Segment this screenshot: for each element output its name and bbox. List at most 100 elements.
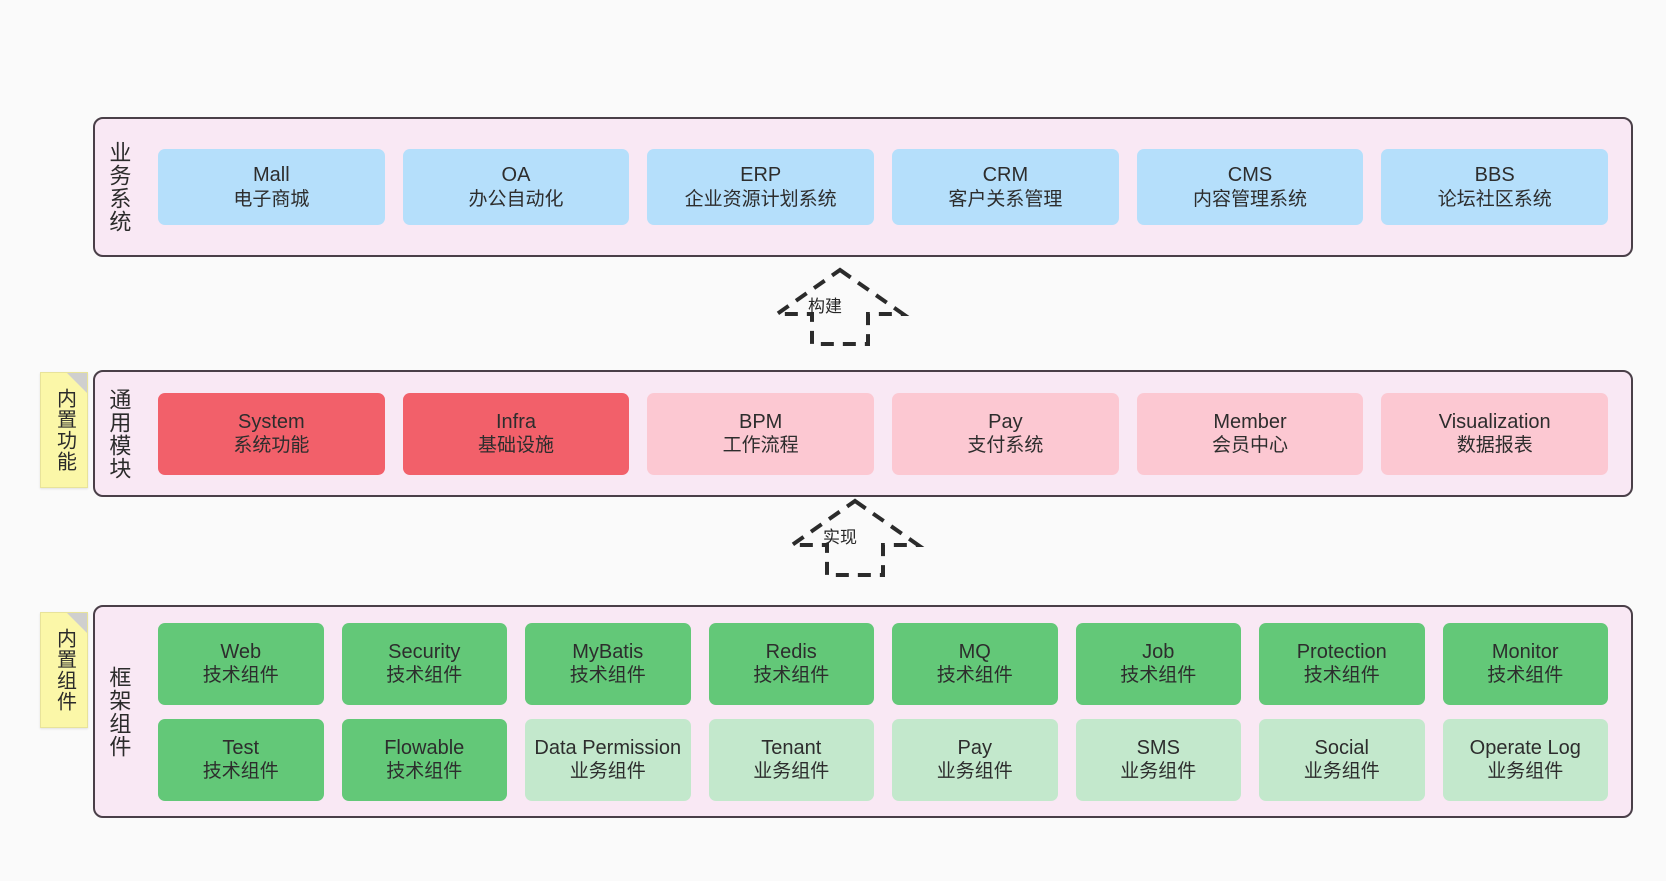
note-builtin-features: 内置功能 (40, 372, 88, 488)
connector-implement-label: 实现 (823, 528, 857, 547)
note-builtin-components-label: 内置组件 (53, 628, 76, 712)
layer-common-modules: 通用模块 System 系统功能 Infra 基础设施 BPM 工作流程 Pay… (93, 370, 1633, 497)
box-title-cn: 技术组件 (386, 665, 463, 687)
box-title-cn: 会员中心 (1212, 435, 1289, 457)
box-title-en: Social (1314, 736, 1369, 759)
box-title-en: Operate Log (1469, 736, 1581, 759)
box-title-en: Flowable (384, 736, 465, 759)
box-mybatis[interactable]: MyBatis 技术组件 (525, 622, 691, 705)
connector-build-arrow: 构建 (760, 266, 920, 348)
row-framework-business: Test 技术组件 Flowable 技术组件 Data Permission … (149, 718, 1617, 801)
box-sms[interactable]: SMS 业务组件 (1075, 718, 1241, 801)
box-title-en: Mall (253, 164, 290, 187)
box-title-en: Tenant (761, 736, 822, 759)
box-title-en: Pay (988, 410, 1023, 433)
box-title-cn: 技术组件 (1120, 665, 1197, 687)
box-erp[interactable]: ERP 企业资源计划系统 (647, 149, 875, 225)
box-title-cn: 业务组件 (753, 761, 830, 783)
box-title-cn: 业务组件 (936, 761, 1013, 783)
box-title-en: Redis (765, 640, 817, 663)
box-title-en: BBS (1474, 164, 1515, 187)
row-business-systems: Mall 电子商城 OA 办公自动化 ERP 企业资源计划系统 CRM 客户关系… (149, 149, 1617, 225)
box-oa[interactable]: OA 办公自动化 (402, 149, 630, 225)
box-web[interactable]: Web 技术组件 (158, 622, 324, 705)
box-title-cn: 论坛社区系统 (1437, 188, 1552, 210)
box-redis[interactable]: Redis 技术组件 (708, 622, 874, 705)
layer-body-common-modules: System 系统功能 Infra 基础设施 BPM 工作流程 Pay 支付系统… (141, 372, 1631, 495)
box-protection[interactable]: Protection 技术组件 (1259, 622, 1425, 705)
layer-title-business-systems: 业务系统 (106, 141, 132, 233)
box-title-en: Protection (1296, 640, 1387, 663)
layer-business-systems: 业务系统 Mall 电子商城 OA 办公自动化 ERP 企业资源计划系统 CRM… (93, 117, 1633, 257)
layer-framework-components: 框架组件 Web 技术组件 Security 技术组件 MyBatis 技术组件… (93, 605, 1633, 818)
box-title-en: BPM (739, 410, 783, 433)
box-mq[interactable]: MQ 技术组件 (892, 622, 1058, 705)
box-title-en: Pay (957, 736, 992, 759)
box-title-cn: 技术组件 (202, 665, 279, 687)
box-title-cn: 技术组件 (1303, 665, 1380, 687)
box-title-en: Web (220, 640, 262, 663)
box-title-en: SMS (1136, 736, 1180, 759)
box-title-en: Data Permission (534, 736, 682, 759)
box-title-en: CMS (1227, 164, 1273, 187)
box-title-cn: 业务组件 (569, 761, 646, 783)
box-title-cn: 系统功能 (233, 435, 310, 457)
box-title-cn: 内容管理系统 (1193, 188, 1308, 210)
box-title-cn: 基础设施 (478, 435, 555, 457)
box-title-en: Job (1142, 640, 1175, 663)
box-pay-component[interactable]: Pay 业务组件 (892, 718, 1058, 801)
box-title-en: ERP (740, 164, 782, 187)
box-member[interactable]: Member 会员中心 (1136, 392, 1364, 475)
box-title-en: CRM (982, 164, 1029, 187)
box-title-en: Visualization (1438, 410, 1551, 433)
box-title-en: OA (501, 164, 531, 187)
box-title-en: MQ (958, 640, 991, 663)
box-title-cn: 企业资源计划系统 (684, 188, 837, 210)
box-monitor[interactable]: Monitor 技术组件 (1442, 622, 1608, 705)
box-title-cn: 支付系统 (967, 435, 1044, 457)
box-title-cn: 工作流程 (722, 435, 799, 457)
box-title-cn: 技术组件 (202, 761, 279, 783)
box-title-en: Infra (495, 410, 537, 433)
box-mall[interactable]: Mall 电子商城 (158, 149, 385, 225)
layer-body-framework-components: Web 技术组件 Security 技术组件 MyBatis 技术组件 Redi… (141, 607, 1631, 816)
note-builtin-features-label: 内置功能 (53, 388, 76, 472)
box-cms[interactable]: CMS 内容管理系统 (1136, 149, 1364, 225)
box-title-cn: 技术组件 (1487, 665, 1564, 687)
box-test[interactable]: Test 技术组件 (158, 718, 324, 801)
box-flowable[interactable]: Flowable 技术组件 (341, 718, 507, 801)
box-bbs[interactable]: BBS 论坛社区系统 (1381, 149, 1609, 225)
box-pay-module[interactable]: Pay 支付系统 (892, 392, 1119, 475)
box-job[interactable]: Job 技术组件 (1075, 622, 1241, 705)
box-system[interactable]: System 系统功能 (158, 392, 385, 475)
box-title-cn: 办公自动化 (468, 188, 564, 210)
box-title-cn: 业务组件 (1303, 761, 1380, 783)
box-title-cn: 业务组件 (1487, 761, 1564, 783)
box-title-cn: 电子商城 (233, 188, 310, 210)
box-title-en: System (237, 410, 305, 433)
layer-title-common-modules: 通用模块 (106, 387, 132, 480)
box-visualization[interactable]: Visualization 数据报表 (1381, 392, 1609, 475)
box-title-cn: 业务组件 (1120, 761, 1197, 783)
note-builtin-components: 内置组件 (40, 612, 88, 728)
box-title-cn: 技术组件 (569, 665, 646, 687)
box-bpm[interactable]: BPM 工作流程 (647, 392, 875, 475)
box-title-cn: 技术组件 (386, 761, 463, 783)
connector-implement-arrow: 实现 (775, 497, 935, 579)
row-framework-tech: Web 技术组件 Security 技术组件 MyBatis 技术组件 Redi… (149, 622, 1617, 705)
box-social[interactable]: Social 业务组件 (1259, 718, 1425, 801)
box-title-cn: 数据报表 (1456, 435, 1533, 457)
box-title-cn: 技术组件 (936, 665, 1013, 687)
box-operate-log[interactable]: Operate Log 业务组件 (1442, 718, 1608, 801)
box-crm[interactable]: CRM 客户关系管理 (892, 149, 1119, 225)
row-common-modules: System 系统功能 Infra 基础设施 BPM 工作流程 Pay 支付系统… (149, 392, 1617, 475)
box-title-en: Security (388, 640, 461, 663)
box-tenant[interactable]: Tenant 业务组件 (708, 718, 874, 801)
box-title-en: Monitor (1491, 640, 1559, 663)
box-title-en: MyBatis (572, 640, 644, 663)
layer-title-framework-components: 框架组件 (106, 665, 132, 758)
box-data-permission[interactable]: Data Permission 业务组件 (525, 718, 691, 801)
box-security[interactable]: Security 技术组件 (341, 622, 507, 705)
box-infra[interactable]: Infra 基础设施 (402, 392, 630, 475)
